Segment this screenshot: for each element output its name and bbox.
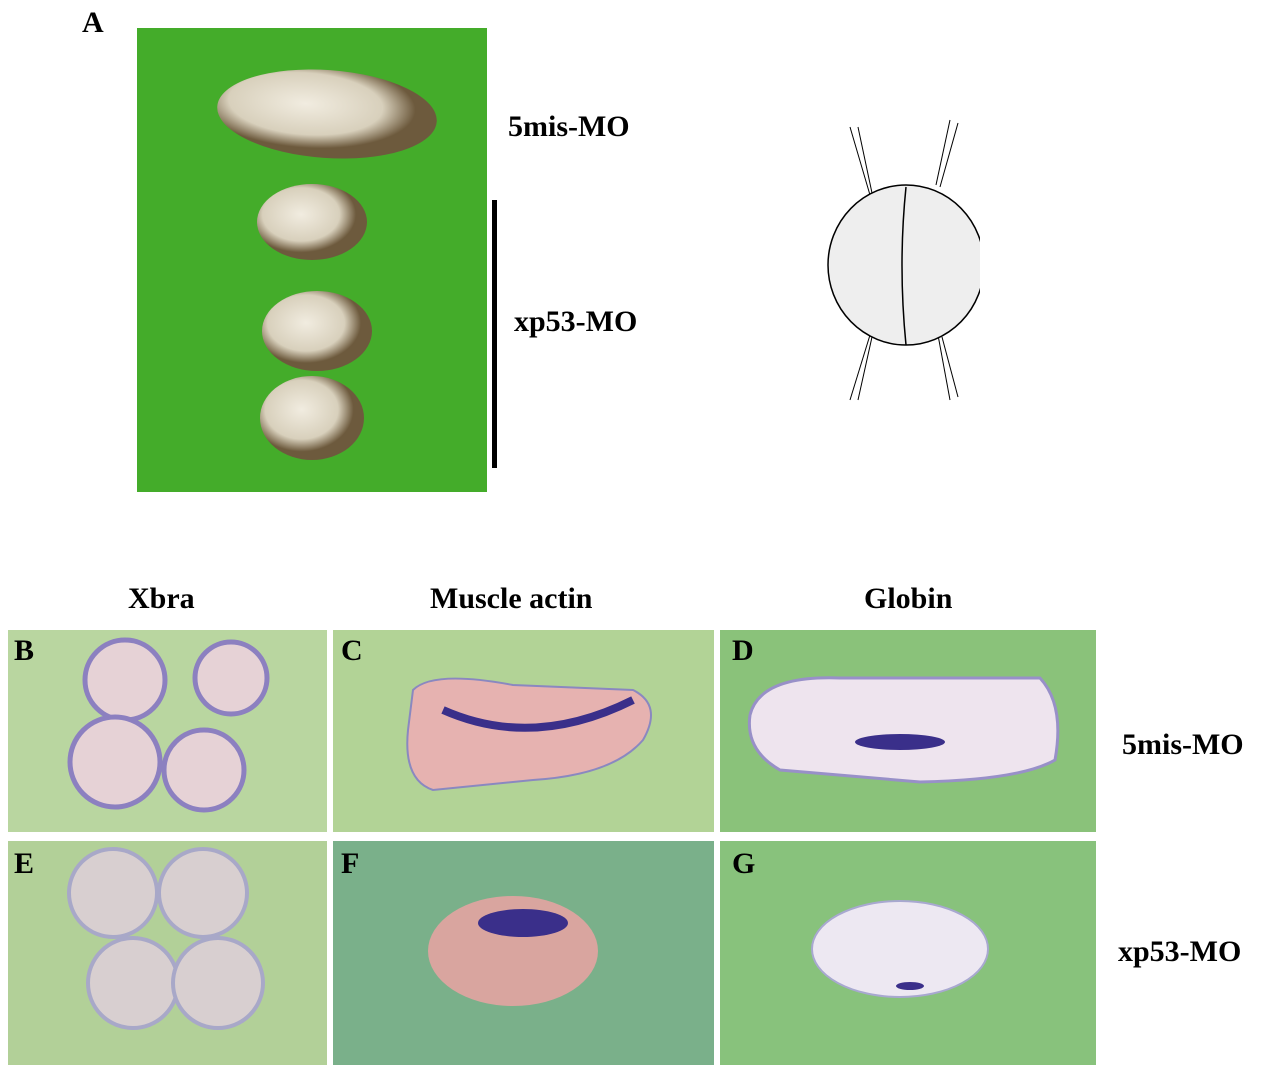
panel-label-b: B (14, 634, 35, 667)
embryo-xp53-2 (262, 291, 372, 371)
panel-d: D (720, 630, 1096, 832)
panel-f: F (333, 841, 714, 1065)
panel-label-a: A (82, 6, 104, 39)
bracket-line (492, 200, 497, 468)
panel-label-g: G (732, 847, 756, 880)
embryo-xp53-1 (257, 184, 367, 260)
panel-label-e: E (14, 847, 35, 880)
panel-label-d: D (732, 634, 754, 667)
label-xp53-mo-a: xp53-MO (514, 305, 638, 338)
embryo-control (217, 69, 437, 159)
row-label-xp53-mo: xp53-MO (1118, 935, 1242, 968)
panel-a-photo (137, 28, 487, 492)
column-header-xbra: Xbra (128, 582, 195, 615)
row-label-5mis-mo: 5mis-MO (1122, 728, 1244, 761)
column-header-muscle-actin: Muscle actin (430, 582, 593, 615)
panel-label-c: C (341, 634, 363, 667)
panel-label-f: F (341, 847, 360, 880)
panel-e: E (8, 841, 327, 1065)
column-header-globin: Globin (864, 582, 953, 615)
embryo-injection-diagram (827, 119, 980, 401)
label-5mis-mo-a: 5mis-MO (508, 110, 630, 143)
panel-g: G (720, 841, 1096, 1065)
embryo-xp53-3 (260, 376, 364, 460)
panel-c: C (333, 630, 714, 832)
panel-b: B (8, 630, 327, 832)
